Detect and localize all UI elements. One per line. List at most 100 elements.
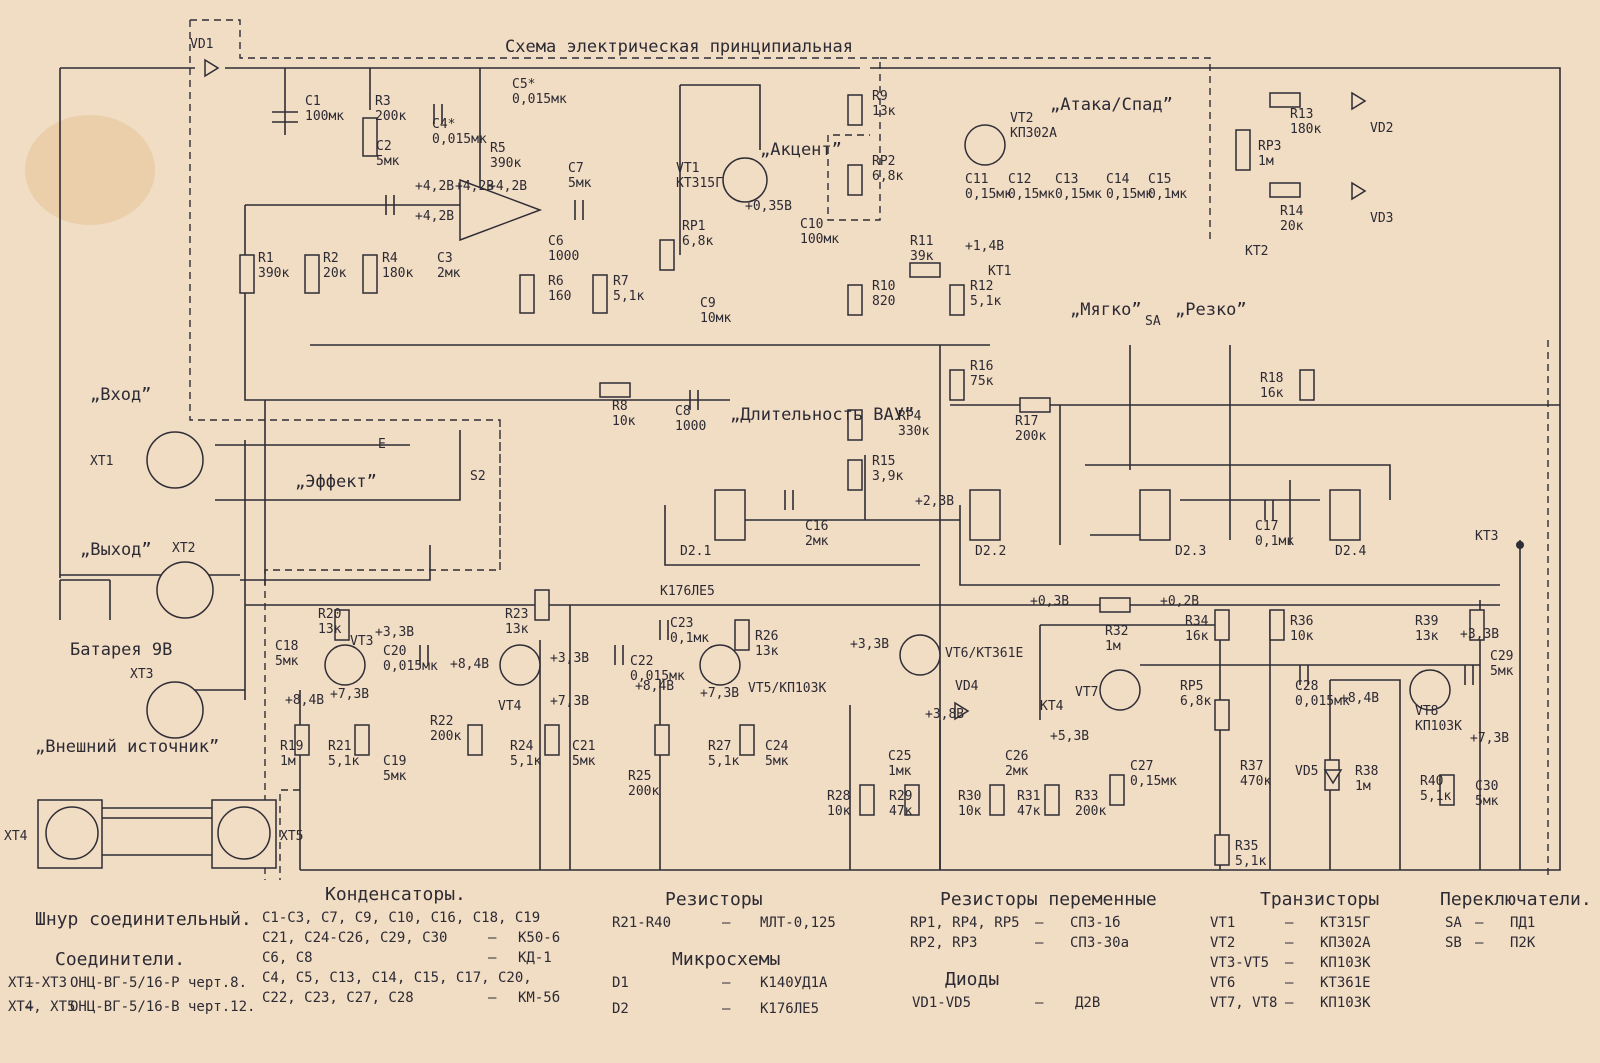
- label-vt4-id: VT4: [498, 699, 522, 714]
- label-r11-value: 39к: [910, 249, 934, 264]
- voltage-label: +7,3В: [330, 687, 369, 702]
- label-r23-value: 13к: [505, 622, 529, 637]
- label-vyhod: „Выход”: [80, 540, 152, 560]
- vd3-diode: [1351, 181, 1367, 201]
- legend-dash: —: [1475, 915, 1484, 931]
- label-r17-id: R17: [1015, 414, 1038, 429]
- label-vd1-id: VD1: [190, 37, 213, 52]
- label-rezko: „Резко”: [1175, 300, 1247, 320]
- component-symbols: [239, 92, 1485, 866]
- label-vt1-value: КТ315Г: [676, 176, 723, 191]
- label-r36-value: 10к: [1290, 629, 1314, 644]
- label-r9-value: 13к: [872, 104, 896, 119]
- legend-items: RP2, RP3: [910, 935, 977, 951]
- legend-dash: —: [1035, 915, 1044, 931]
- label-k176-id: К176ЛЕ5: [660, 584, 715, 599]
- label-c15-value: 0,1мк: [1148, 187, 1187, 202]
- legend-items: VT1: [1210, 915, 1235, 931]
- label-c7-id: C7: [568, 161, 584, 176]
- label-vd2-id: VD2: [1370, 121, 1393, 136]
- label-r35-value: 5,1к: [1235, 854, 1266, 869]
- legend-heading-capacitors: Конденсаторы.: [325, 884, 466, 905]
- legend-heading-var_resistors: Резисторы переменные: [940, 889, 1157, 910]
- legend-dash: —: [1035, 995, 1044, 1011]
- label-c13-value: 0,15мк: [1055, 187, 1102, 202]
- legend-type: КП103К: [1320, 995, 1371, 1011]
- label-r34-id: R34: [1185, 614, 1209, 629]
- label-r39-id: R39: [1415, 614, 1438, 629]
- legend-dash: —: [1035, 935, 1044, 951]
- label-r1-id: R1: [258, 251, 274, 266]
- vt7-symbol: [1099, 669, 1141, 711]
- label-d21-id: D2.1: [680, 544, 711, 559]
- label-r33-id: R33: [1075, 789, 1098, 804]
- label-c18-value: 5мк: [275, 654, 299, 669]
- label-vt5-id: VT5/КП103К: [748, 681, 826, 696]
- label-c16-value: 2мк: [805, 534, 829, 549]
- voltage-label: +3,3В: [1460, 627, 1499, 642]
- voltage-label: +7,3В: [700, 686, 739, 701]
- legend-dash: —: [25, 975, 34, 991]
- voltage-label: +4,2В: [415, 209, 454, 224]
- label-r6-id: R6: [548, 274, 564, 289]
- label-myagko: „Мягко”: [1070, 300, 1142, 320]
- voltage-label: +5,3В: [1050, 729, 1089, 744]
- vt1-symbol: [722, 157, 768, 203]
- voltage-label: +8,4В: [1340, 691, 1379, 706]
- voltage-label: +7,3В: [1470, 731, 1509, 746]
- label-r15-id: R15: [872, 454, 895, 469]
- label-r37-value: 470к: [1240, 774, 1271, 789]
- label-c27-value: 0,15мк: [1130, 774, 1177, 789]
- legend-type: ПД1: [1510, 915, 1535, 931]
- label-r24-value: 5,1к: [510, 754, 541, 769]
- legend-type: СП3-30а: [1070, 935, 1129, 951]
- label-r3-id: R3: [375, 94, 391, 109]
- component-labels: VD1C1100мкR3200кC4*0,015мкC5*0,015мкR539…: [190, 37, 1514, 869]
- legend-items: C21, C24-C26, C29, C30: [262, 930, 447, 946]
- voltage-label: +3,3В: [375, 625, 414, 640]
- label-xt1: XT1: [90, 454, 113, 469]
- label-r39-value: 13к: [1415, 629, 1439, 644]
- voltage-label: +0,3В: [1030, 594, 1069, 609]
- label-r38-value: 1м: [1355, 779, 1371, 794]
- label-c12-id: C12: [1008, 172, 1031, 187]
- legend-type: МЛТ-0,125: [760, 915, 836, 931]
- vt4-symbol: [499, 644, 541, 686]
- legend-heading-microcircuits: Микросхемы: [672, 949, 780, 970]
- label-r28-value: 10к: [827, 804, 851, 819]
- legend-heading-diodes: Диоды: [945, 969, 999, 990]
- vt3-symbol: [324, 644, 366, 686]
- label-c17-value: 0,1мк: [1255, 534, 1294, 549]
- vt2-symbol: [964, 124, 1006, 166]
- label-r21-value: 5,1к: [328, 754, 359, 769]
- label-c12-value: 0,15мк: [1008, 187, 1055, 202]
- label-c13-id: C13: [1055, 172, 1078, 187]
- label-r19-id: R19: [280, 739, 303, 754]
- voltage-label: +3,3В: [850, 637, 889, 652]
- legend-items: VT7, VT8: [1210, 995, 1277, 1011]
- legend-dash: —: [488, 990, 497, 1006]
- label-r25-id: R25: [628, 769, 651, 784]
- diagram-title: Схема электрическая принципиальная: [505, 37, 853, 57]
- legend-type: К50-6: [518, 930, 560, 946]
- vd1-diode: [204, 58, 220, 78]
- label-c10-id: C10: [800, 217, 823, 232]
- voltage-label: +4,2В: [488, 179, 527, 194]
- vt8-symbol: [1409, 669, 1451, 711]
- label-c30-id: C30: [1475, 779, 1498, 794]
- label-c18-id: C18: [275, 639, 298, 654]
- voltage-label: +8,4В: [450, 657, 489, 672]
- voltage-label: +8,4В: [285, 693, 324, 708]
- label-r27-value: 5,1к: [708, 754, 739, 769]
- label-d24-id: D2.4: [1335, 544, 1366, 559]
- legend-dash: —: [1285, 995, 1294, 1011]
- xt1-socket: [146, 431, 204, 489]
- label-r24-id: R24: [510, 739, 534, 754]
- legend-type: П2К: [1510, 935, 1536, 951]
- label-c22-id: C22: [630, 654, 653, 669]
- label-r19-value: 1м: [280, 754, 296, 769]
- label-r18-value: 16к: [1260, 386, 1284, 401]
- legend-dash: —: [722, 975, 731, 991]
- legend-items: D1: [612, 975, 629, 991]
